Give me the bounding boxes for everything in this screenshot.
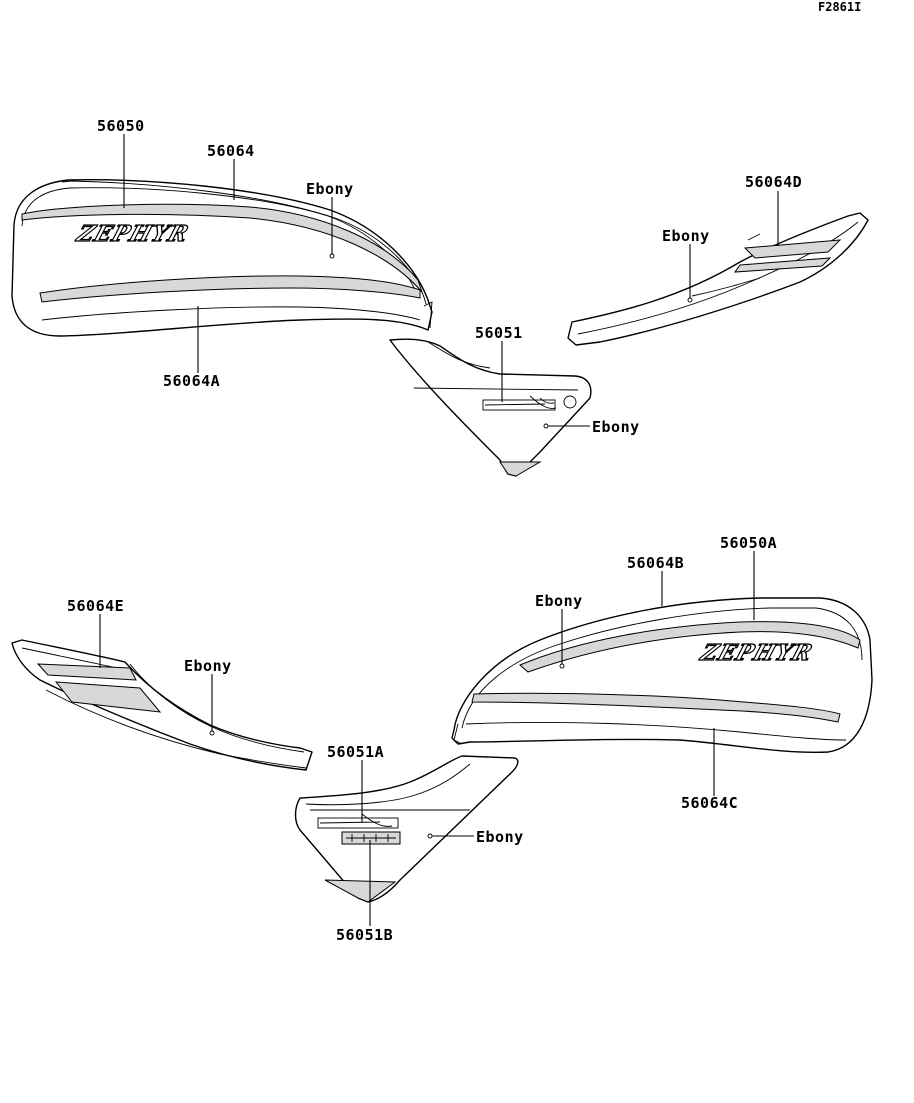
ebony-label-tank-left: Ebony	[306, 180, 354, 198]
ebony-point-cover-lower	[427, 833, 433, 839]
callout-56064E: 56064E	[67, 597, 124, 615]
callout-56051B: 56051B	[336, 926, 393, 944]
zephyr-logo-left: ZEPHYR	[73, 222, 192, 247]
callout-56064B: 56064B	[627, 554, 684, 572]
ebony-label-cover-lower: Ebony	[476, 828, 524, 846]
leader-lines	[99, 134, 779, 926]
ebony-point-tail-left	[209, 730, 215, 736]
ebony-label-tank-right: Ebony	[535, 592, 583, 610]
ebony-point-tank-right	[559, 663, 565, 669]
side-cover-lower	[294, 755, 519, 903]
tail-cowl-left	[11, 639, 313, 771]
tail-cowl-right	[567, 212, 869, 346]
callout-56050: 56050	[97, 117, 145, 135]
ebony-point-tank-left	[329, 253, 335, 259]
figure-id: F2861I	[818, 0, 861, 14]
callout-56064A: 56064A	[163, 372, 220, 390]
callout-56050A: 56050A	[720, 534, 777, 552]
callout-56051: 56051	[475, 324, 523, 342]
zephyr-logo-right: ZEPHYR	[697, 641, 816, 666]
callout-56064D: 56064D	[745, 173, 802, 191]
ebony-label-tail-right: Ebony	[662, 227, 710, 245]
callout-56051A: 56051A	[327, 743, 384, 761]
callout-56064: 56064	[207, 142, 255, 160]
fuel-tank-right: ZEPHYR	[451, 597, 873, 753]
callout-56064C: 56064C	[681, 794, 738, 812]
ebony-label-cover-upper: Ebony	[592, 418, 640, 436]
sticker-emblem-upper	[482, 399, 556, 411]
ebony-point-tail-right	[687, 297, 693, 303]
fuel-tank-left: ZEPHYR	[11, 179, 433, 337]
sticker-emblem-lower	[317, 817, 399, 829]
callout-labels: 56050 56064 Ebony 56064A 56051 Ebony 560…	[67, 117, 802, 944]
ebony-label-tail-left: Ebony	[184, 657, 232, 675]
side-cover-upper	[389, 338, 592, 477]
ebony-point-cover-upper	[543, 423, 549, 429]
cover-grommet-upper	[563, 395, 577, 409]
